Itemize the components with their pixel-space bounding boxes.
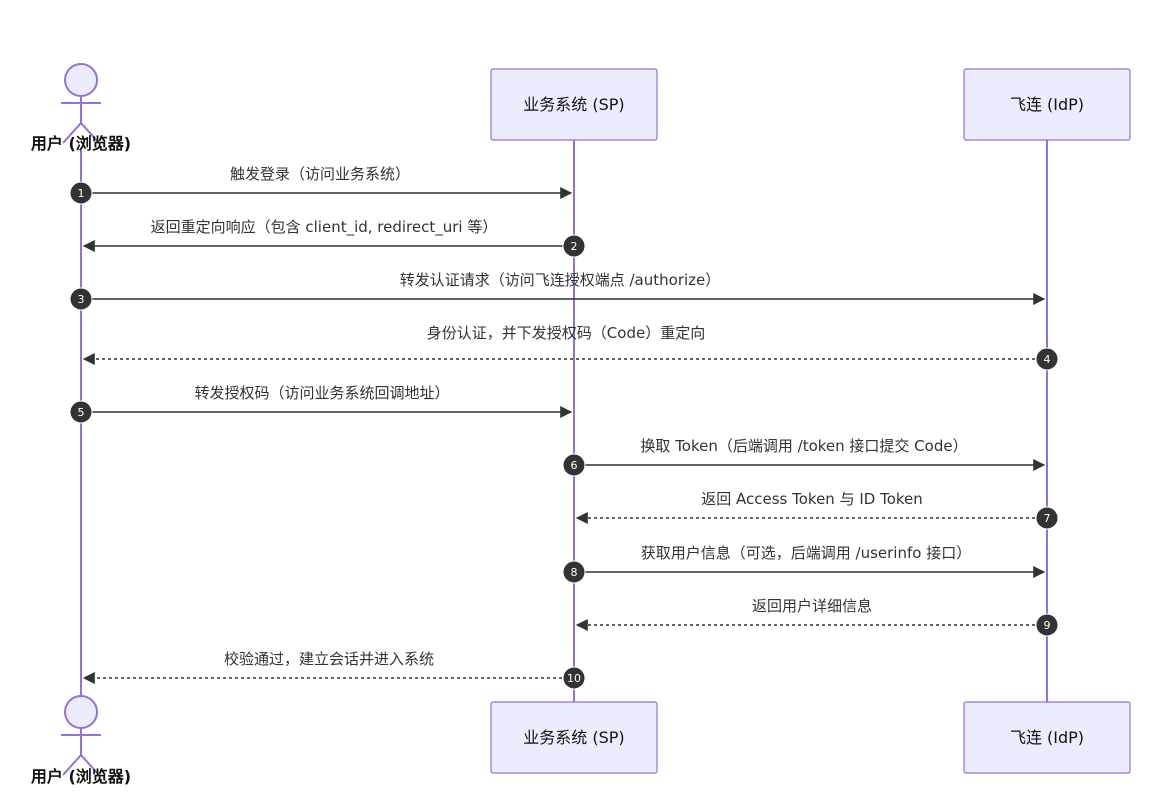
sequence-number: 8: [571, 566, 578, 579]
message-4: 身份认证，并下发授权码（Code）重定向 4: [82, 324, 1059, 371]
message-3: 转发认证请求（访问飞连授权端点 /authorize） 3: [69, 271, 1046, 311]
message-text: 转发授权码（访问业务系统回调地址）: [194, 384, 449, 402]
participant-sp-top: 业务系统 (SP): [490, 68, 658, 141]
participant-idp-label: 飞连 (IdP): [1010, 95, 1084, 114]
actor-head-icon: [64, 695, 98, 729]
actor-head-icon: [64, 63, 98, 97]
sequence-number: 3: [78, 293, 85, 306]
message-text: 校验通过，建立会话并进入系统: [224, 650, 434, 668]
sequence-badge: [69, 400, 93, 424]
message-2: 返回重定向响应（包含 client_id, redirect_uri 等） 2: [82, 218, 586, 258]
participant-idp-label: 飞连 (IdP): [1010, 728, 1084, 747]
message-5: 转发授权码（访问业务系统回调地址） 5: [69, 384, 573, 424]
participant-sp-label: 业务系统 (SP): [523, 728, 624, 747]
participant-idp-top: 飞连 (IdP): [963, 68, 1131, 141]
sequence-number: 9: [1044, 619, 1051, 632]
message-text: 身份认证，并下发授权码（Code）重定向: [427, 324, 705, 342]
message-text: 转发认证请求（访问飞连授权端点 /authorize）: [400, 271, 721, 289]
sequence-badge: [562, 666, 586, 690]
participant-sp-bottom: 业务系统 (SP): [490, 701, 658, 774]
participant-sp-box: [490, 701, 658, 774]
participant-sp-box: [490, 68, 658, 141]
message-text: 返回用户详细信息: [752, 597, 872, 615]
sequence-number: 1: [78, 187, 85, 200]
sequence-badge: [1035, 347, 1059, 371]
message-text: 获取用户信息（可选，后端调用 /userinfo 接口）: [641, 544, 971, 562]
sequence-badge: [1035, 506, 1059, 530]
sequence-number: 10: [567, 672, 581, 685]
sequence-badge: [562, 453, 586, 477]
sequence-badge: [1035, 613, 1059, 637]
sequence-badge: [562, 560, 586, 584]
actor-user-label: 用户 (浏览器): [31, 767, 131, 786]
message-text: 触发登录（访问业务系统）: [230, 165, 410, 183]
participant-sp-label: 业务系统 (SP): [523, 95, 624, 114]
participant-idp-box: [963, 68, 1131, 141]
sequence-number: 6: [571, 459, 578, 472]
participant-idp-box: [963, 701, 1131, 774]
message-6: 换取 Token（后端调用 /token 接口提交 Code） 6: [562, 437, 1046, 477]
message-1: 触发登录（访问业务系统） 1: [69, 165, 573, 205]
actor-user-bottom: 用户 (浏览器): [31, 695, 131, 786]
message-7: 返回 Access Token 与 ID Token 7: [575, 490, 1059, 530]
sequence-number: 7: [1044, 512, 1051, 525]
sequence-number: 5: [78, 406, 85, 419]
sequence-number: 2: [571, 240, 578, 253]
sequence-badge: [69, 181, 93, 205]
participant-idp-bottom: 飞连 (IdP): [963, 701, 1131, 774]
sequence-number: 4: [1044, 353, 1051, 366]
message-8: 获取用户信息（可选，后端调用 /userinfo 接口） 8: [562, 544, 1046, 584]
message-text: 返回重定向响应（包含 client_id, redirect_uri 等）: [151, 218, 498, 237]
sequence-badge: [562, 234, 586, 258]
message-10: 校验通过，建立会话并进入系统 10: [82, 650, 586, 690]
actor-user-label: 用户 (浏览器): [31, 134, 131, 153]
actor-user-top: 用户 (浏览器): [31, 63, 131, 153]
message-9: 返回用户详细信息 9: [575, 597, 1059, 637]
message-text: 返回 Access Token 与 ID Token: [701, 490, 923, 508]
sequence-badge: [69, 287, 93, 311]
message-text: 换取 Token（后端调用 /token 接口提交 Code）: [640, 437, 967, 455]
